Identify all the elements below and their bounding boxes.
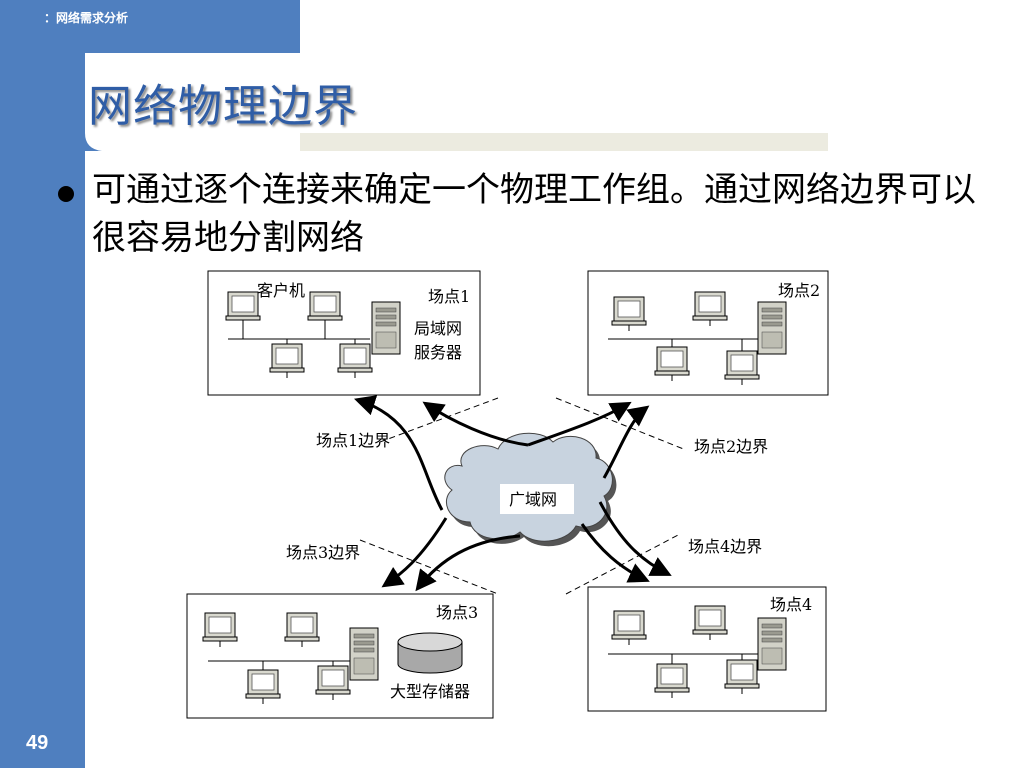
server-icon	[349, 627, 379, 681]
site-1-label: 场点1	[428, 287, 470, 306]
site-2-box: 场点2	[587, 270, 829, 396]
title-rule	[300, 133, 828, 151]
header-curve	[0, 53, 102, 151]
connection-arrows	[354, 395, 672, 592]
site-1-box: 客户机 场点1 局域网 服务器	[207, 270, 481, 396]
site-2-boundary-label: 场点2边界	[694, 437, 768, 456]
server-icon	[757, 301, 787, 355]
site-3-boundary-label: 场点3边界	[286, 543, 360, 562]
site-4-boundary-label: 场点4边界	[688, 537, 762, 556]
wan-cloud: 广域网	[444, 432, 617, 547]
site-4-label: 场点4	[770, 595, 812, 614]
site-3-label: 场点3	[436, 603, 478, 622]
server-label-line1: 局域网	[414, 319, 462, 338]
wan-label: 广域网	[509, 490, 557, 509]
server-icon	[371, 301, 401, 355]
site-2-label: 场点2	[778, 281, 820, 300]
header-band	[85, 0, 300, 53]
client-label: 客户机	[257, 281, 305, 300]
bullet-text: 可通过逐个连接来确定一个物理工作组。通过网络边界可以很容易地分割网络	[92, 170, 976, 258]
server-icon	[757, 617, 787, 671]
storage-drum-icon	[397, 632, 463, 674]
site-3-box: 场点3 大型存储器	[186, 593, 494, 719]
site-4-box: 场点4	[587, 586, 827, 712]
server-label-line2: 服务器	[414, 343, 462, 362]
slide-title: 网络物理边界	[88, 81, 358, 132]
site-1-boundary-label: 场点1边界	[316, 431, 390, 450]
bullet-dot-icon	[58, 186, 74, 202]
storage-label: 大型存储器	[390, 682, 470, 701]
breadcrumb: ：网络需求分析	[44, 11, 129, 25]
page-number: 49	[26, 732, 49, 754]
